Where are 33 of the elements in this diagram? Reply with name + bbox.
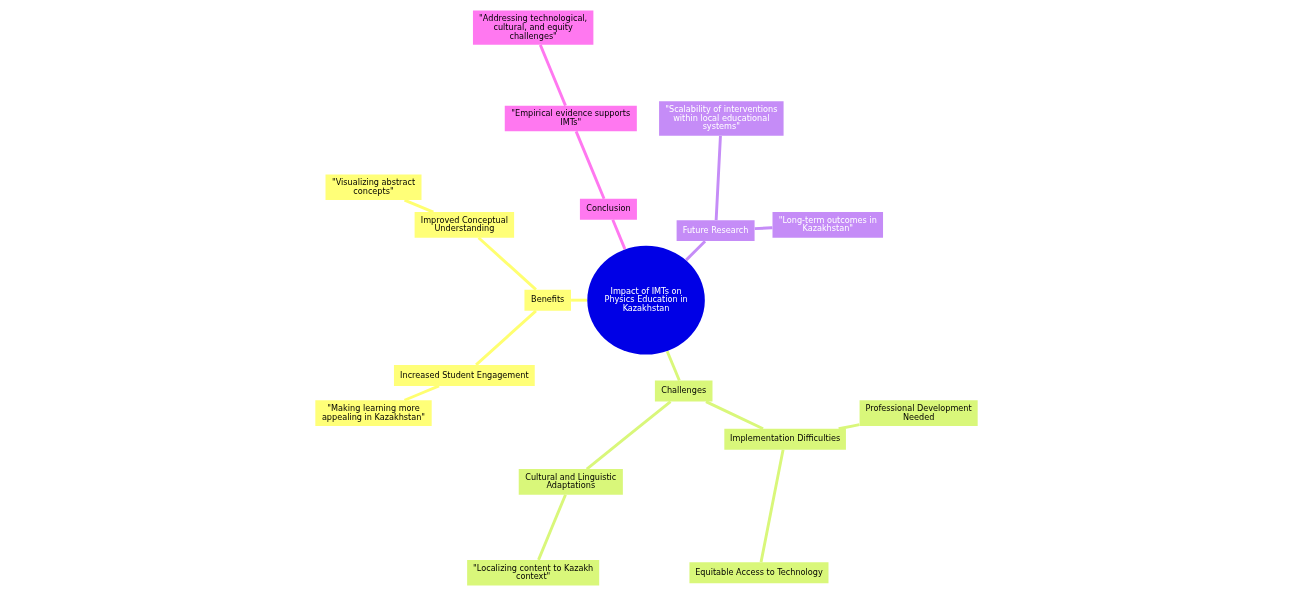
- connector: [477, 236, 537, 291]
- connector: [714, 135, 722, 221]
- connector: [574, 130, 606, 200]
- node-box: Cultural and Linguistic Adaptations: [518, 469, 623, 495]
- node-box: Implementation Difficulties: [724, 428, 846, 450]
- connector: [571, 298, 588, 302]
- connector: [759, 449, 785, 563]
- connector: [754, 226, 773, 231]
- connector: [475, 309, 537, 366]
- node-box: Future Research: [676, 220, 755, 242]
- node-box: "Visualizing abstract concepts": [325, 174, 422, 201]
- node-box: "Scalability of interventions within local educational systems": [659, 101, 784, 136]
- connector: [838, 423, 860, 431]
- connector: [403, 384, 440, 402]
- connector: [537, 494, 567, 561]
- node-circle: Impact of IMTs on Physics Education in Kazakhstan: [587, 245, 705, 355]
- node-box: "Long-term outcomes in Kazakhstan": [772, 212, 884, 238]
- connector: [611, 219, 627, 250]
- node-box: "Making learning more appealing in Kazakhstan": [315, 400, 432, 426]
- connector: [538, 44, 567, 107]
- node-box: Increased Student Engagement: [393, 364, 535, 386]
- node-box: "Empirical evidence supports IMTs": [504, 105, 637, 132]
- node-box: Equitable Access to Technology: [689, 562, 829, 584]
- connector: [685, 240, 707, 262]
- node-box: "Addressing technological, cultural, and equity challenges": [472, 10, 594, 45]
- node-box: Professional Development Needed: [859, 400, 978, 426]
- node-box: Challenges: [654, 380, 713, 402]
- node-box: "Localizing content to Kazakh context": [467, 559, 600, 586]
- connector: [585, 400, 672, 471]
- node-box: Improved Conceptual Understanding: [414, 212, 515, 238]
- connector: [665, 350, 681, 382]
- node-box: Benefits: [524, 289, 571, 311]
- node-box: Conclusion: [579, 198, 637, 220]
